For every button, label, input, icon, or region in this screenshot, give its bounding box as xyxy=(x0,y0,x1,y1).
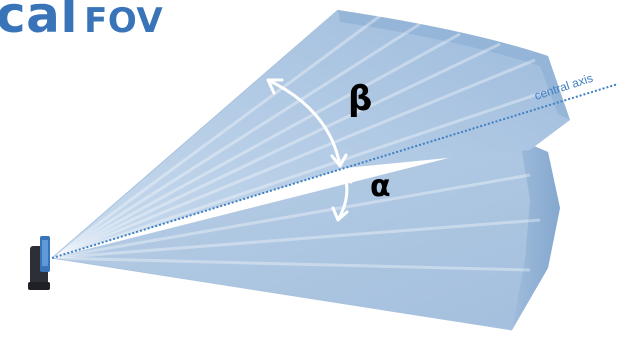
alpha-arrow-bottom-icon xyxy=(331,206,349,222)
beta-arc xyxy=(267,78,342,167)
beta-label: β xyxy=(348,79,372,119)
alpha-label: α xyxy=(370,169,391,204)
sensor-icon xyxy=(28,236,50,290)
page-title: cal FOV xyxy=(0,0,163,44)
central-axis-line xyxy=(51,83,618,259)
beta-arrow-bottom-icon xyxy=(330,153,348,168)
cone-lower-rim xyxy=(512,140,560,330)
cone-streaks xyxy=(51,14,551,272)
beta-arrow-top-icon xyxy=(266,78,284,95)
cone-edge xyxy=(51,9,513,331)
cone-upper-rim xyxy=(338,10,570,120)
alpha-arrow-top-icon xyxy=(334,170,353,184)
title-word: cal xyxy=(0,0,79,44)
cone-lower-face xyxy=(52,140,560,330)
title-fov: FOV xyxy=(84,1,164,41)
cone-upper-face xyxy=(52,10,570,258)
